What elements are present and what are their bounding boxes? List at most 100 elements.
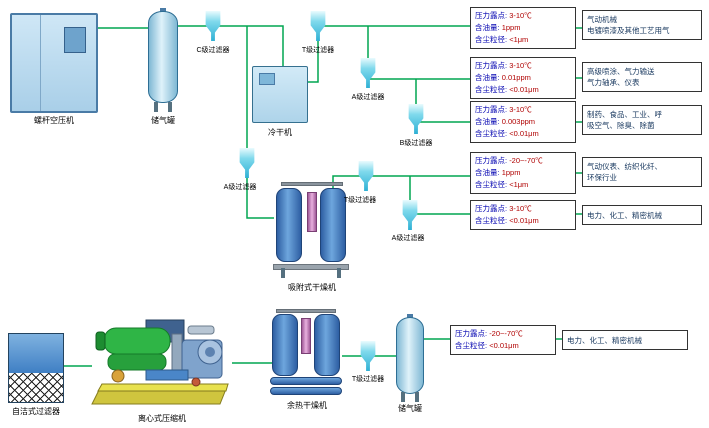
application-box-4: 气动仪表、纺织化纤、 环保行业	[582, 157, 702, 187]
tank-leg	[415, 392, 419, 402]
centrifugal-compressor-drawing	[91, 319, 229, 405]
spec-row: 压力露点: 3-10℃	[475, 60, 571, 72]
label-filter-a-right: A级过滤器	[351, 94, 385, 101]
centrifugal-compressor	[88, 314, 236, 408]
spec-row: 压力露点: -20~-70℃	[475, 155, 571, 167]
label-filter-t-top: T级过滤器	[301, 47, 335, 54]
air-tank-top	[148, 8, 178, 112]
dryer-tower-left	[272, 314, 298, 376]
application-box-5: 电力、化工、精密机械	[582, 205, 702, 225]
dryer-base	[273, 264, 349, 270]
spec-value: 3-10℃	[509, 61, 532, 70]
spec-label: 压力露点:	[475, 61, 508, 70]
label-filter-t-bottom: T级过滤器	[351, 376, 385, 383]
spec-row: 含尘粒径: <0.01μm	[475, 84, 571, 96]
label-filter-t-mid: T级过滤器	[343, 197, 377, 204]
dryer-top-pipe	[276, 309, 336, 313]
spec-label: 压力露点:	[455, 329, 488, 338]
label-cold-dryer: 冷干机	[268, 128, 292, 137]
spec-label: 含油量:	[475, 73, 500, 82]
spec-value: <0.01μm	[509, 215, 539, 225]
spec-value: <0.01μm	[509, 85, 539, 94]
label-filter-a-mid: A级过滤器	[223, 184, 257, 191]
spec-label: 含尘粒径:	[475, 85, 508, 94]
tank-leg	[168, 102, 172, 112]
spec-row: 压力露点: 3-10℃	[475, 104, 571, 116]
label-waste-heat-dryer: 余热干燥机	[287, 401, 327, 410]
application-box-3: 制药、食品、工业、呼 吸空气、除臭、除菌	[582, 105, 702, 135]
dryer-bottom-pipe	[270, 377, 342, 385]
application-box-6: 电力、化工、精密机械	[562, 330, 688, 350]
compressor-control-panel	[64, 27, 86, 53]
dryer-center-column	[301, 318, 311, 354]
dryer-top-pipe	[281, 182, 343, 186]
cold-dryer-vent	[259, 73, 275, 85]
spec-row: 含尘粒径: <0.01μm	[475, 128, 571, 140]
spec-row: 含油量: 0.003ppm	[475, 116, 571, 128]
spec-row: 含油量: 0.01ppm	[475, 72, 571, 84]
spec-value: 1ppm	[501, 23, 521, 32]
spec-label: 含尘粒径:	[475, 35, 508, 44]
dryer-leg	[337, 268, 341, 278]
label-adsorption-dryer: 吸附式干燥机	[288, 283, 336, 292]
spec-row: 压力露点: 3-10℃	[475, 203, 571, 215]
adsorption-dryer	[273, 180, 351, 280]
spec-value: <1μm	[509, 180, 529, 189]
spec-row: 压力露点: 3-10℃	[475, 10, 571, 22]
spec-label: 压力露点:	[475, 204, 508, 213]
spec-row: 压力露点: -20~-70℃	[455, 328, 551, 340]
spec-value: -20~-70℃	[509, 156, 543, 165]
label-air-tank-top: 储气罐	[151, 116, 175, 125]
label-filter-c: C级过滤器	[196, 47, 230, 54]
dryer-bottom-pipe	[270, 387, 342, 395]
spec-label: 含尘粒径:	[455, 340, 488, 350]
label-air-tank-bottom: 储气罐	[398, 404, 422, 413]
spec-value: 1ppm	[501, 168, 521, 177]
spec-value: <0.01μm	[489, 340, 519, 350]
dryer-tower-right	[314, 314, 340, 376]
spec-value: 0.01ppm	[501, 73, 531, 82]
spec-value: 3-10℃	[509, 204, 532, 213]
spec-label: 含尘粒径:	[475, 129, 508, 138]
tank-body	[396, 317, 424, 395]
spec-label: 含尘粒径:	[475, 180, 508, 189]
spec-row: 含油量: 1ppm	[475, 22, 571, 34]
spec-value: -20~-70℃	[489, 329, 523, 338]
spec-value: 3-10℃	[509, 11, 532, 20]
spec-row: 含尘粒径: <1μm	[475, 34, 571, 46]
dryer-leg	[281, 268, 285, 278]
spec-label: 含油量:	[475, 117, 500, 126]
spec-row: 含油量: 1ppm	[475, 167, 571, 179]
tank-leg	[154, 102, 158, 112]
self-cleaning-filter-top	[9, 334, 63, 374]
dryer-center-column	[307, 192, 317, 232]
spec-label: 含油量:	[475, 23, 500, 32]
label-filter-a-low: A级过滤器	[391, 235, 425, 242]
label-filter-b: B级过滤器	[399, 140, 433, 147]
spec-label: 含尘粒径:	[475, 215, 508, 225]
label-centrifugal-compressor: 离心式压缩机	[138, 414, 186, 423]
spec-box-5: 压力露点: 3-10℃ 含尘粒径: <0.01μm	[470, 200, 576, 230]
spec-row: 含尘粒径: <0.01μm	[455, 340, 551, 352]
tank-leg	[401, 392, 405, 402]
spec-row: 含尘粒径: <1μm	[475, 179, 571, 191]
spec-row: 含尘粒径: <0.01μm	[475, 215, 571, 227]
spec-value: 0.003ppm	[501, 117, 536, 126]
spec-label: 压力露点:	[475, 156, 508, 165]
cold-dryer	[252, 66, 308, 123]
spec-box-3: 压力露点: 3-10℃ 含油量: 0.003ppm 含尘粒径: <0.01μm	[470, 101, 576, 143]
spec-box-2: 压力露点: 3-10℃ 含油量: 0.01ppm 含尘粒径: <0.01μm	[470, 57, 576, 99]
self-cleaning-filter-mesh	[9, 373, 63, 402]
label-screw-compressor: 螺杆空压机	[34, 116, 74, 125]
spec-box-4: 压力露点: -20~-70℃ 含油量: 1ppm 含尘粒径: <1μm	[470, 152, 576, 194]
tank-body	[148, 11, 178, 103]
spec-label: 压力露点:	[475, 105, 508, 114]
spec-value: <1μm	[509, 35, 529, 44]
spec-box-1: 压力露点: 3-10℃ 含油量: 1ppm 含尘粒径: <1μm	[470, 7, 576, 49]
application-box-1: 气动机械 电镀喷漆及其他工艺用气	[582, 10, 702, 40]
waste-heat-dryer	[270, 308, 344, 400]
spec-label: 压力露点:	[475, 11, 508, 20]
screw-compressor	[10, 13, 98, 113]
dryer-tower-left	[276, 188, 302, 262]
